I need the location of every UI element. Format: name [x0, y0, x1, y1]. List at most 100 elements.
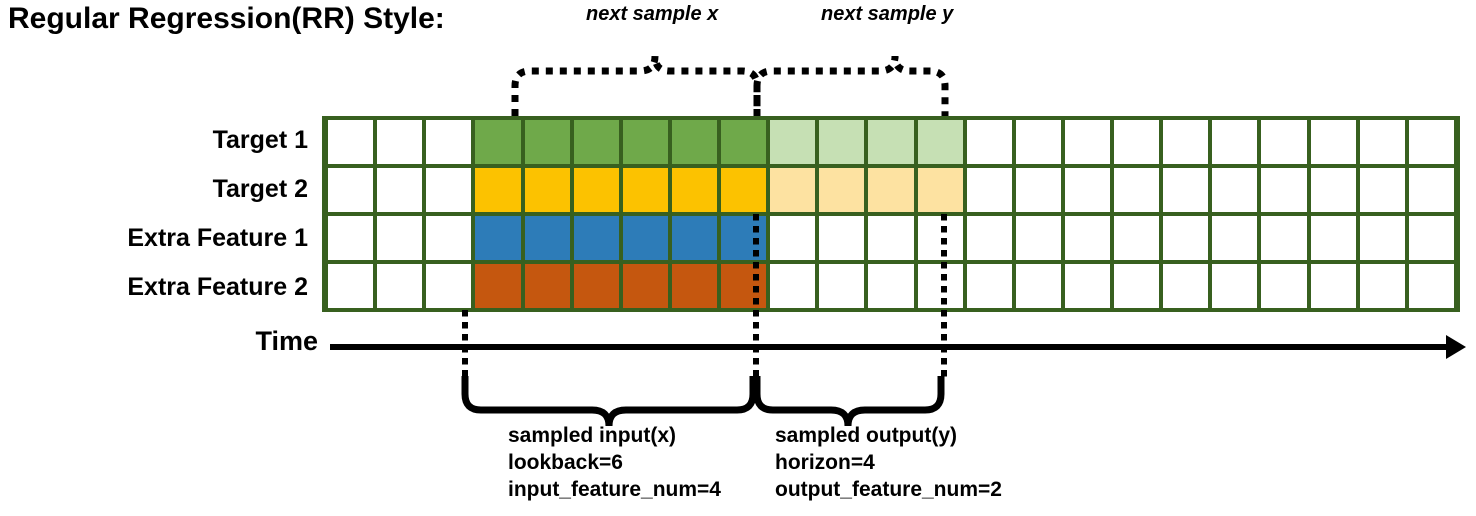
- timeline-grid: [322, 116, 1460, 312]
- grid-cell-lookback: [622, 216, 668, 260]
- grid-cell-empty: [1114, 168, 1160, 212]
- grid-cell-empty: [1114, 264, 1160, 308]
- grid-cell-horizon: [770, 264, 816, 308]
- grid-cell-empty: [1114, 216, 1160, 260]
- grid-cell-lookback: [524, 264, 570, 308]
- row-label-extra-feature-1: Extra Feature 1: [127, 224, 308, 252]
- guide-line-lookback-start: [462, 310, 468, 378]
- caption-input-line-1: sampled input(x): [508, 424, 677, 447]
- grid-cell-horizon: [917, 216, 963, 260]
- bottom-brace-output: [753, 376, 945, 427]
- row-label-extra-feature-2: Extra Feature 2: [127, 273, 308, 301]
- grid-cell-empty: [426, 216, 472, 260]
- grid-row: [326, 264, 1456, 308]
- grid-cell-empty: [1261, 264, 1307, 308]
- grid-cell-empty: [377, 264, 423, 308]
- annotation-next-sample-x: next sample x: [586, 3, 719, 25]
- grid-cell-empty: [1310, 216, 1356, 260]
- grid-cell-horizon: [770, 168, 816, 212]
- grid-cell-horizon: [868, 216, 914, 260]
- grid-cell-empty: [1015, 168, 1061, 212]
- grid-cell-empty: [1015, 264, 1061, 308]
- grid-row: [326, 120, 1456, 164]
- time-axis-line: [330, 344, 1455, 350]
- annotation-next-sample-y: next sample y: [821, 3, 954, 25]
- grid-row: [326, 216, 1456, 260]
- grid-cell-empty: [1359, 168, 1405, 212]
- grid-cell-horizon: [770, 216, 816, 260]
- grid-cell-empty: [1212, 168, 1258, 212]
- grid-cell-empty: [1261, 120, 1307, 164]
- grid-cell-empty: [1064, 264, 1110, 308]
- grid-cell-lookback: [622, 168, 668, 212]
- axis-label-time: Time: [255, 326, 318, 356]
- grid-cell-lookback: [524, 120, 570, 164]
- grid-cell-horizon: [868, 120, 914, 164]
- grid-cell-lookback: [622, 120, 668, 164]
- grid-cell-lookback: [671, 120, 717, 164]
- grid-cell-lookback: [721, 168, 767, 212]
- caption-sampled-input: sampled input(x) lookback=6 input_featur…: [508, 422, 721, 503]
- grid-cell-horizon: [917, 264, 963, 308]
- grid-cell-empty: [966, 264, 1012, 308]
- page-title: Regular Regression(RR) Style:: [8, 2, 445, 35]
- grid-cell-lookback: [721, 120, 767, 164]
- grid-cell-horizon: [868, 168, 914, 212]
- row-label-target-1: Target 1: [212, 126, 308, 154]
- grid-cell-lookback: [475, 120, 521, 164]
- grid-cell-empty: [966, 168, 1012, 212]
- grid-cell-empty: [1212, 216, 1258, 260]
- grid-cell-empty: [1114, 120, 1160, 164]
- grid-cell-lookback: [721, 264, 767, 308]
- caption-output-line-2: horizon=4: [775, 451, 875, 474]
- grid-cell-horizon: [868, 264, 914, 308]
- grid-cell-horizon: [819, 264, 865, 308]
- grid-cell-empty: [1408, 216, 1454, 260]
- grid-cell-lookback: [524, 216, 570, 260]
- time-axis-arrow-icon: [1446, 335, 1466, 359]
- grid-cell-horizon: [917, 168, 963, 212]
- top-brace-y: [753, 55, 949, 116]
- grid-cell-lookback: [475, 264, 521, 308]
- grid-cell-lookback: [671, 168, 717, 212]
- grid-cell-lookback: [573, 120, 619, 164]
- grid-cell-empty: [377, 168, 423, 212]
- grid-cell-empty: [1359, 264, 1405, 308]
- grid-cell-empty: [1015, 120, 1061, 164]
- grid-cell-empty: [1064, 216, 1110, 260]
- caption-sampled-output: sampled output(y) horizon=4 output_featu…: [775, 422, 1002, 503]
- grid-cell-lookback: [622, 264, 668, 308]
- grid-cell-empty: [1261, 168, 1307, 212]
- grid-cell-empty: [1212, 120, 1258, 164]
- grid-cell-horizon: [819, 216, 865, 260]
- grid-row: [326, 168, 1456, 212]
- top-brace-x: [511, 55, 761, 116]
- grid-cell-empty: [1408, 120, 1454, 164]
- grid-cell-empty: [328, 216, 374, 260]
- grid-cell-horizon: [770, 120, 816, 164]
- grid-cell-lookback: [475, 216, 521, 260]
- grid-cell-empty: [1310, 120, 1356, 164]
- grid-cell-horizon: [819, 120, 865, 164]
- grid-cell-empty: [426, 168, 472, 212]
- grid-cell-empty: [966, 216, 1012, 260]
- grid-cell-empty: [328, 264, 374, 308]
- grid-cell-empty: [328, 168, 374, 212]
- grid-cell-horizon: [819, 168, 865, 212]
- grid-cell-lookback: [573, 216, 619, 260]
- grid-cell-horizon: [917, 120, 963, 164]
- grid-cell-empty: [426, 264, 472, 308]
- bottom-brace-input: [461, 376, 757, 427]
- grid-cell-lookback: [573, 264, 619, 308]
- grid-cell-empty: [1359, 120, 1405, 164]
- guide-line-split: [753, 214, 759, 378]
- grid-cell-lookback: [475, 168, 521, 212]
- caption-output-line-1: sampled output(y): [775, 424, 957, 447]
- grid-cell-empty: [426, 120, 472, 164]
- grid-cell-lookback: [524, 168, 570, 212]
- grid-cell-empty: [1163, 264, 1209, 308]
- caption-output-line-3: output_feature_num=2: [775, 478, 1002, 501]
- grid-cell-empty: [328, 120, 374, 164]
- grid-cell-empty: [1064, 120, 1110, 164]
